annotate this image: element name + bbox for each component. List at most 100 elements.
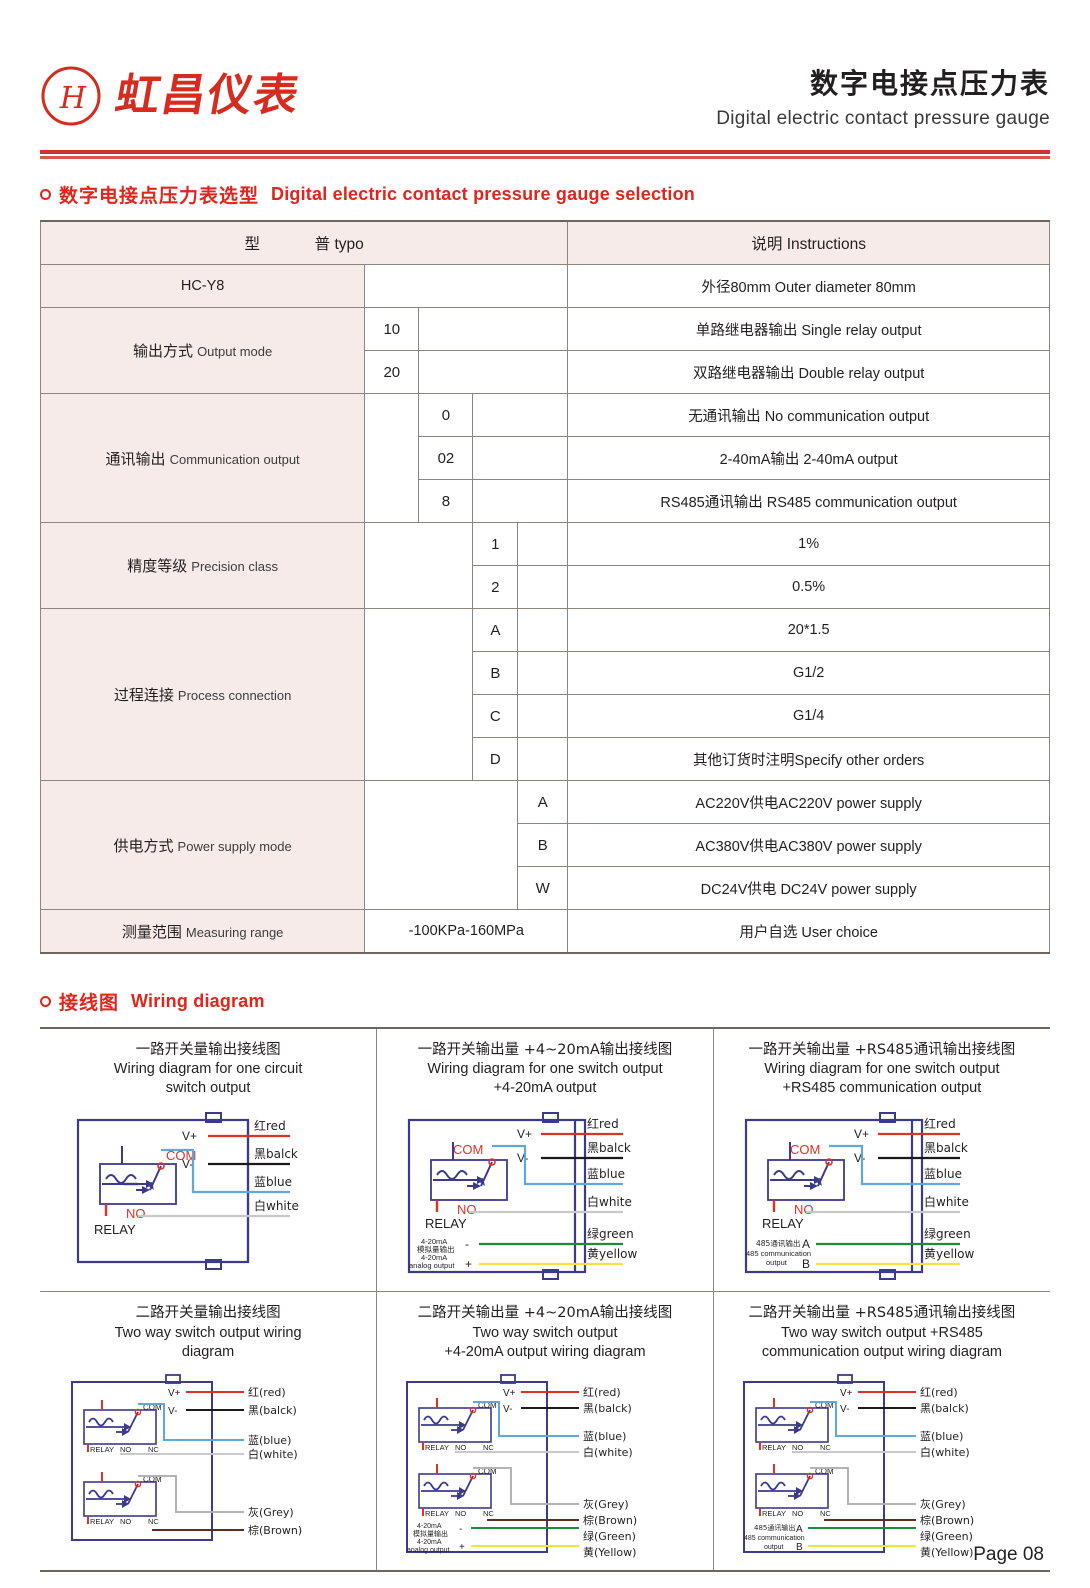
label-measuring-range: 测量范围 Measuring range <box>39 909 366 954</box>
diagram-title: 二路开关输出量 +RS485通讯输出接线图 Two way switch out… <box>720 1304 1044 1361</box>
pin-label: V- <box>854 1151 865 1165</box>
divider-line-top <box>40 150 1050 154</box>
svg-text:H: H <box>59 81 87 116</box>
no-label: NO <box>792 1509 803 1518</box>
wire-label-cn: 黑 <box>587 1141 599 1155</box>
wire-label-en: yellow <box>599 1247 637 1261</box>
page-number: Page 08 <box>973 1544 1044 1565</box>
header-instructions-en: Instructions <box>786 236 866 253</box>
wiring-heading-en: Wiring diagram <box>131 991 265 1011</box>
diagram-title-en-1: Wiring diagram for one switch output <box>427 1061 663 1078</box>
aux-minus-label: - <box>459 1524 462 1535</box>
diagram-title-en-2: +4-20mA output wiring diagram <box>444 1343 646 1360</box>
com-label: COM <box>143 1475 162 1484</box>
pin-label: V+ <box>854 1127 869 1141</box>
relay-label: RELAY <box>90 1445 114 1454</box>
aux-label-en-2: analog output <box>409 1261 455 1270</box>
wire-label-en: (Grey) <box>594 1498 629 1511</box>
wire-label-cn: 黄 <box>583 1545 594 1559</box>
svg-text:黄(Yellow): 黄(Yellow) <box>920 1545 973 1559</box>
svg-text:红(red): 红(red) <box>248 1386 286 1399</box>
aux-label-en-2: output <box>764 1544 784 1551</box>
wire-label-cn: 蓝 <box>920 1430 931 1443</box>
no-label: NO <box>455 1443 466 1452</box>
aux-plus-label: + <box>459 1542 465 1553</box>
aux-label-cn-1: 485通讯输出 <box>754 1523 795 1532</box>
relay-label: RELAY <box>425 1509 449 1518</box>
page-title-cn: 数字电接点压力表 <box>809 67 1050 100</box>
diagram-title-cn: 二路开关输出量 +RS485通讯输出接线图 <box>748 1305 1016 1322</box>
label-precision-class-cn: 精度等级 <box>127 557 188 575</box>
svg-text:蓝blue: 蓝blue <box>254 1175 292 1189</box>
diagram-title: 一路开关输出量 +RS485通讯输出接线图 Wiring diagram for… <box>720 1041 1044 1098</box>
desc-comm-02: 2-40mA输出 2-40mA output <box>567 436 1050 480</box>
wire-label-en: (Grey) <box>259 1506 294 1519</box>
table-header-row: 型 普 typo 说明 Instructions <box>39 220 1050 265</box>
divider-line-bottom <box>40 156 1050 159</box>
wire-label-cn: 红 <box>583 1386 594 1399</box>
aux-label-cn-1: 4-20mA <box>421 1237 447 1246</box>
spacer-cell <box>517 608 569 652</box>
svg-text:灰(Grey): 灰(Grey) <box>583 1497 629 1511</box>
spacer-cell <box>517 737 569 781</box>
header-typo-en: typo <box>334 236 364 253</box>
diagram-title-cn: 一路开关输出量 +RS485通讯输出接线图 <box>748 1042 1016 1058</box>
header-typo-cn2: 普 <box>314 235 331 253</box>
com-label: COM <box>453 1142 483 1157</box>
spacer-cell <box>517 694 569 738</box>
svg-text:白white: 白white <box>924 1194 969 1209</box>
aux-label-en-1: 485 communication <box>744 1535 805 1542</box>
spacer-cell <box>364 522 474 609</box>
table-row: B AC380V供电AC380V power supply <box>41 823 1050 867</box>
wiring-row-dual: 二路开关量输出接线图 Two way switch output wiring … <box>40 1291 1050 1571</box>
wire-label-en: (blue) <box>931 1430 963 1443</box>
code-process-d: D <box>472 737 519 781</box>
label-power-supply-mode-en: Power supply mode <box>177 838 292 854</box>
com-label: COM <box>478 1401 497 1410</box>
no-label: NO <box>126 1206 146 1221</box>
pin-label: V- <box>517 1151 528 1165</box>
wire-label-en: (balck) <box>594 1402 632 1415</box>
code-comm-8: 8 <box>418 479 474 523</box>
diagram-title: 二路开关量输出接线图 Two way switch output wiring … <box>46 1304 370 1361</box>
wire-label-en: (Green) <box>931 1530 973 1543</box>
nc-label: NC <box>483 1509 494 1518</box>
value-measuring-range: -100KPa-160MPa <box>364 909 569 954</box>
wire-label-en: blue <box>266 1175 292 1189</box>
c-h-crescent-logo-icon: H <box>40 65 102 127</box>
aux-label-en-1: 4-20mA <box>421 1253 447 1262</box>
svg-text:灰(Grey): 灰(Grey) <box>248 1505 294 1519</box>
wiring-diagram-figure: COM NO RELAY V+ 红red V- 黑balck 蓝blue 白wh… <box>76 1112 299 1271</box>
aux-minus-label: - <box>465 1237 469 1251</box>
svg-text:黄yellow: 黄yellow <box>587 1247 638 1261</box>
wire-label-cn: 白 <box>254 1198 266 1213</box>
table-row: 供电方式 Power supply mode A AC220V供电AC220V … <box>39 780 1050 910</box>
code-output-mode-10: 10 <box>364 307 420 351</box>
wiring-section-heading: 接线图 Wiring diagram <box>40 988 1050 1015</box>
no-label: NO <box>455 1509 466 1518</box>
wiring-cell-two-way-switch-output: 二路开关量输出接线图 Two way switch output wiring … <box>40 1291 378 1571</box>
com-label: COM <box>790 1142 820 1157</box>
wire-label-cn: 棕 <box>248 1523 259 1537</box>
divider-gap <box>40 154 1050 156</box>
no-label: NO <box>120 1517 131 1526</box>
label-measuring-range-cn: 测量范围 <box>121 922 182 941</box>
selection-table: 型 普 typo 说明 Instructions HC-Y8 外径80mm Ou… <box>39 220 1050 954</box>
table-row: 8 RS485通讯输出 RS485 communication output <box>41 479 1050 523</box>
relay-label: RELAY <box>425 1443 449 1452</box>
diagram-title-en-1: Two way switch output wiring <box>114 1324 302 1341</box>
page-title: 数字电接点压力表 Digital electric contact pressu… <box>716 62 1050 130</box>
label-precision-class: 精度等级 Precision class <box>39 522 366 609</box>
diagram-title-en-2: +RS485 communication output <box>782 1080 982 1097</box>
wire-label-en: white <box>599 1195 632 1209</box>
diagram-title-en-2: communication output wiring diagram <box>761 1343 1002 1360</box>
wire-label-en: blue <box>599 1167 625 1181</box>
no-label: NO <box>792 1443 803 1452</box>
pin-label: V+ <box>503 1388 516 1399</box>
wire-label-en: (blue) <box>594 1430 626 1443</box>
nc-label: NC <box>483 1443 494 1452</box>
cell-model-desc: 外径80mm Outer diameter 80mm <box>567 264 1050 308</box>
spacer-cell <box>418 350 569 394</box>
table-row: 02 2-40mA输出 2-40mA output <box>41 436 1050 480</box>
table-row: D 其他订货时注明Specify other orders <box>41 737 1050 781</box>
